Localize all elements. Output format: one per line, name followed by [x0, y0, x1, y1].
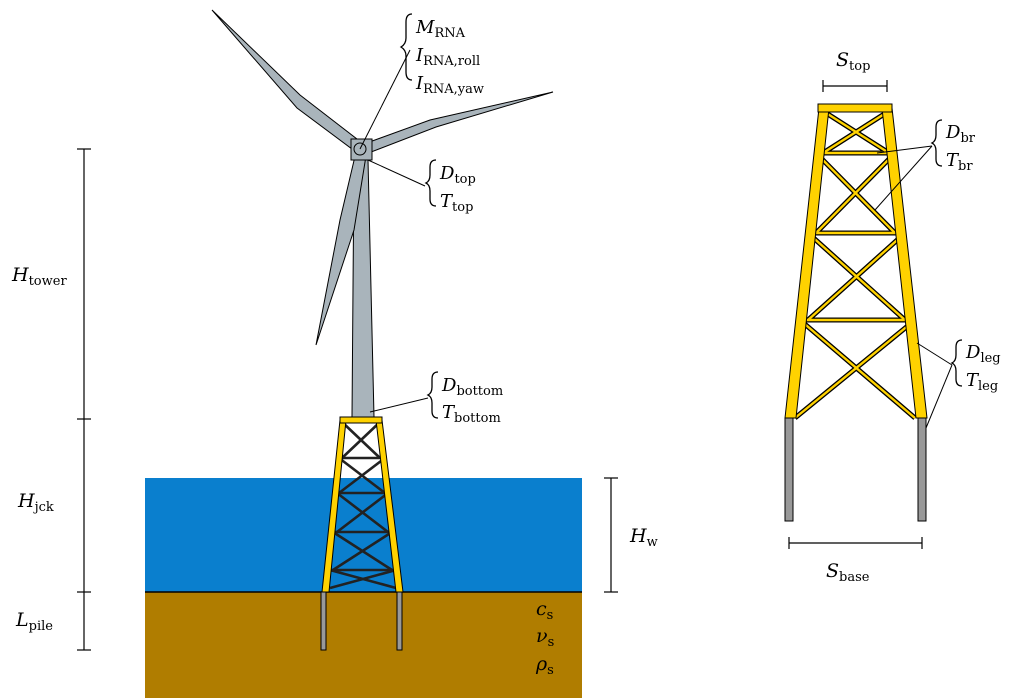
- small-jacket: [320, 416, 404, 651]
- leader-leg-2: [925, 364, 953, 429]
- jacket-pile-left: [784, 417, 794, 522]
- brace-br: [930, 119, 943, 167]
- jacket-leg-left: [784, 107, 830, 419]
- label-t-br: Tbr: [946, 150, 973, 174]
- leader-top: [367, 159, 426, 187]
- jacket-braces: [793, 108, 917, 420]
- label-s-top: Stop: [836, 49, 870, 74]
- label-t-top: Ttop: [440, 191, 473, 215]
- height-dimension: [77, 148, 91, 651]
- label-rho-s: ρs: [535, 653, 554, 678]
- leader-br-1: [876, 145, 933, 154]
- blade-right: [363, 91, 554, 155]
- label-nu-s: νs: [536, 625, 554, 650]
- label-h-tower: Htower: [11, 264, 67, 289]
- blade-up: [211, 9, 367, 153]
- label-rna-mass: MRNA: [415, 17, 466, 41]
- jacket-top-deck: [817, 103, 893, 113]
- label-d-br: Dbr: [945, 122, 976, 146]
- brace-leg: [950, 339, 963, 387]
- label-h-w: Hw: [629, 525, 658, 550]
- jacket-detail: [784, 103, 928, 522]
- label-rna-yaw: IRNA,yaw: [415, 73, 484, 97]
- jacket-leg-right: [881, 107, 928, 419]
- water-region: [145, 478, 582, 592]
- label-t-leg: Tleg: [966, 370, 998, 394]
- leader-leg-1: [916, 342, 953, 366]
- label-t-bottom: Tbottom: [442, 402, 501, 426]
- brace-top: [424, 159, 437, 207]
- label-h-jck: Hjck: [17, 490, 54, 515]
- small-jacket-pile-right: [396, 591, 403, 651]
- small-jacket-pile-left: [320, 591, 327, 651]
- seabed-region: [145, 592, 582, 698]
- label-d-top: Dtop: [439, 163, 476, 187]
- s-base-dimension: [788, 537, 923, 549]
- turbine: [211, 9, 554, 418]
- label-s-base: Sbase: [826, 560, 870, 585]
- label-l-pile: Lpile: [15, 609, 53, 634]
- label-rna-roll: IRNA,roll: [415, 45, 480, 69]
- leader-br-2: [874, 145, 933, 211]
- small-jacket-deck: [339, 416, 383, 424]
- label-c-s: cs: [536, 598, 553, 623]
- brace-rna: [399, 13, 413, 81]
- leader-rna: [359, 49, 411, 150]
- leader-bottom: [369, 397, 429, 413]
- brace-bottom: [426, 371, 439, 419]
- label-d-bottom: Dbottom: [441, 375, 503, 399]
- small-jacket-braces: [329, 421, 397, 590]
- jacket-pile-right: [917, 417, 927, 522]
- s-top-dimension: [822, 80, 888, 92]
- label-d-leg: Dleg: [965, 342, 1001, 366]
- water-depth-dimension: [604, 477, 618, 593]
